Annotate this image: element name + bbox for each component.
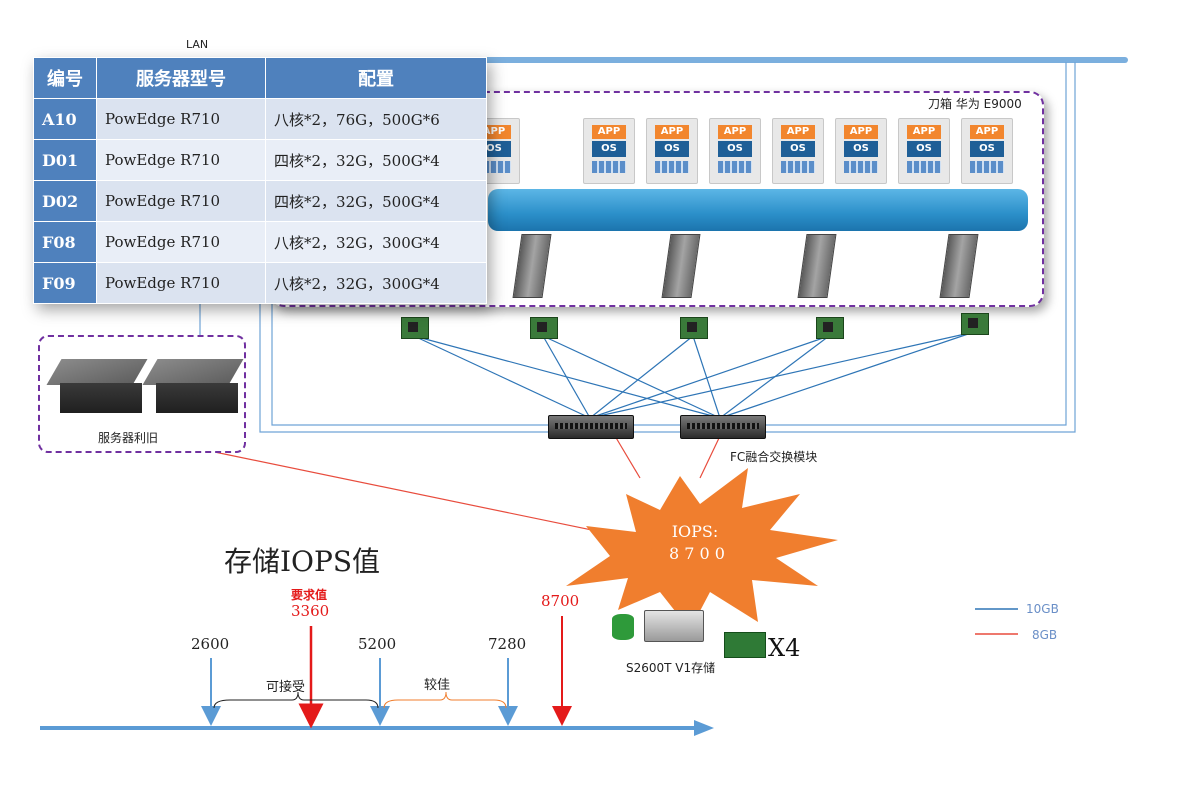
required-caption: 要求值 [291, 588, 328, 602]
os-badge: OS [592, 141, 626, 157]
server-config: 八核*2，32G，300G*4 [265, 262, 487, 304]
vm-bars-icon [655, 161, 689, 173]
axis-arrowhead [694, 720, 714, 736]
vm-bars-icon [907, 161, 941, 173]
iops-chart-title: 存储IOPS值 [224, 545, 381, 578]
app-badge: APP [655, 125, 689, 139]
vm-bars-icon [592, 161, 626, 173]
iops-value: 8 7 0 0 [669, 544, 725, 563]
server-model: PowEdge R710 [96, 262, 266, 304]
os-badge: OS [907, 141, 941, 157]
server-id: A10 [33, 98, 97, 140]
server-model: PowEdge R710 [96, 221, 266, 263]
storage-label: S2600T V1存储 [626, 661, 716, 675]
rack-server-icon [142, 359, 244, 413]
server-id: F09 [33, 262, 97, 304]
table-row: F08 PowEdge R710 八核*2，32G，300G*4 [33, 221, 487, 263]
app-badge: APP [718, 125, 752, 139]
os-badge: OS [844, 141, 878, 157]
os-badge: OS [718, 141, 752, 157]
server-config: 四核*2，32G，500G*4 [265, 139, 487, 181]
server-config: 四核*2，32G，500G*4 [265, 180, 487, 222]
vm-tile: APP OS [898, 118, 950, 184]
fc-switch-icon [548, 415, 634, 439]
range-label-better: 较佳 [424, 678, 451, 693]
legend-10gb: 10GB [1026, 602, 1059, 616]
fc-switch-icon [680, 415, 766, 439]
backplane-bus [488, 189, 1028, 231]
vm-tile: APP OS [583, 118, 635, 184]
range-label-acceptable: 可接受 [266, 680, 306, 695]
app-badge: APP [781, 125, 815, 139]
vm-bars-icon [718, 161, 752, 173]
app-badge: APP [970, 125, 1004, 139]
legend-8gb: 8GB [1032, 628, 1058, 642]
server-config: 八核*2，32G，300G*4 [265, 221, 487, 263]
hba-card-icon [724, 632, 766, 658]
vm-tile: APP OS [772, 118, 824, 184]
card-multiplier: X4 [768, 634, 801, 662]
server-config: 八核*2，76G，500G*6 [265, 98, 487, 140]
server-model: PowEdge R710 [96, 98, 266, 140]
tick-label-5200: 5200 [358, 635, 397, 653]
legacy-servers-box: 服务器利旧 [38, 335, 246, 453]
app-badge: APP [592, 125, 626, 139]
better-range-brace [383, 691, 507, 709]
enclosure-label: 刀箱 华为 E9000 [928, 97, 1022, 111]
nic-card-icon [530, 317, 558, 339]
rack-server-icon [46, 359, 148, 413]
table-row: F09 PowEdge R710 八核*2，32G，300G*4 [33, 262, 487, 304]
os-badge: OS [970, 141, 1004, 157]
vm-tile: APP OS [709, 118, 761, 184]
storage-array-icon [644, 610, 704, 642]
table-row: A10 PowEdge R710 八核*2，76G，500G*6 [33, 98, 487, 140]
nic-card-icon [401, 317, 429, 339]
lan-label: LAN [186, 38, 209, 51]
server-model: PowEdge R710 [96, 180, 266, 222]
nic-card-icon [961, 313, 989, 335]
iops-burst-shape [566, 468, 838, 630]
os-badge: OS [781, 141, 815, 157]
required-value: 3360 [291, 602, 330, 620]
nic-card-icon [816, 317, 844, 339]
app-badge: APP [844, 125, 878, 139]
iops-label: IOPS: [671, 522, 719, 541]
tick-label-8700: 8700 [541, 592, 580, 610]
nic-card-icon [680, 317, 708, 339]
server-table: 编号 服务器型号 配置 A10 PowEdge R710 八核*2，76G，50… [33, 57, 487, 304]
vm-bars-icon [844, 161, 878, 173]
tick-label-7280: 7280 [488, 635, 527, 653]
vm-bars-icon [970, 161, 1004, 173]
tick-label-2600: 2600 [191, 635, 230, 653]
vm-bars-icon [781, 161, 815, 173]
vm-tile: APP OS [961, 118, 1013, 184]
app-badge: APP [907, 125, 941, 139]
server-model: PowEdge R710 [96, 139, 266, 181]
os-badge: OS [655, 141, 689, 157]
database-icon [612, 614, 634, 640]
vm-tile: APP OS [835, 118, 887, 184]
acceptable-range-brace [213, 691, 379, 709]
vm-tile: APP OS [646, 118, 698, 184]
legacy-servers-label: 服务器利旧 [98, 431, 159, 445]
switch-label: FC融合交换模块 [730, 450, 818, 464]
